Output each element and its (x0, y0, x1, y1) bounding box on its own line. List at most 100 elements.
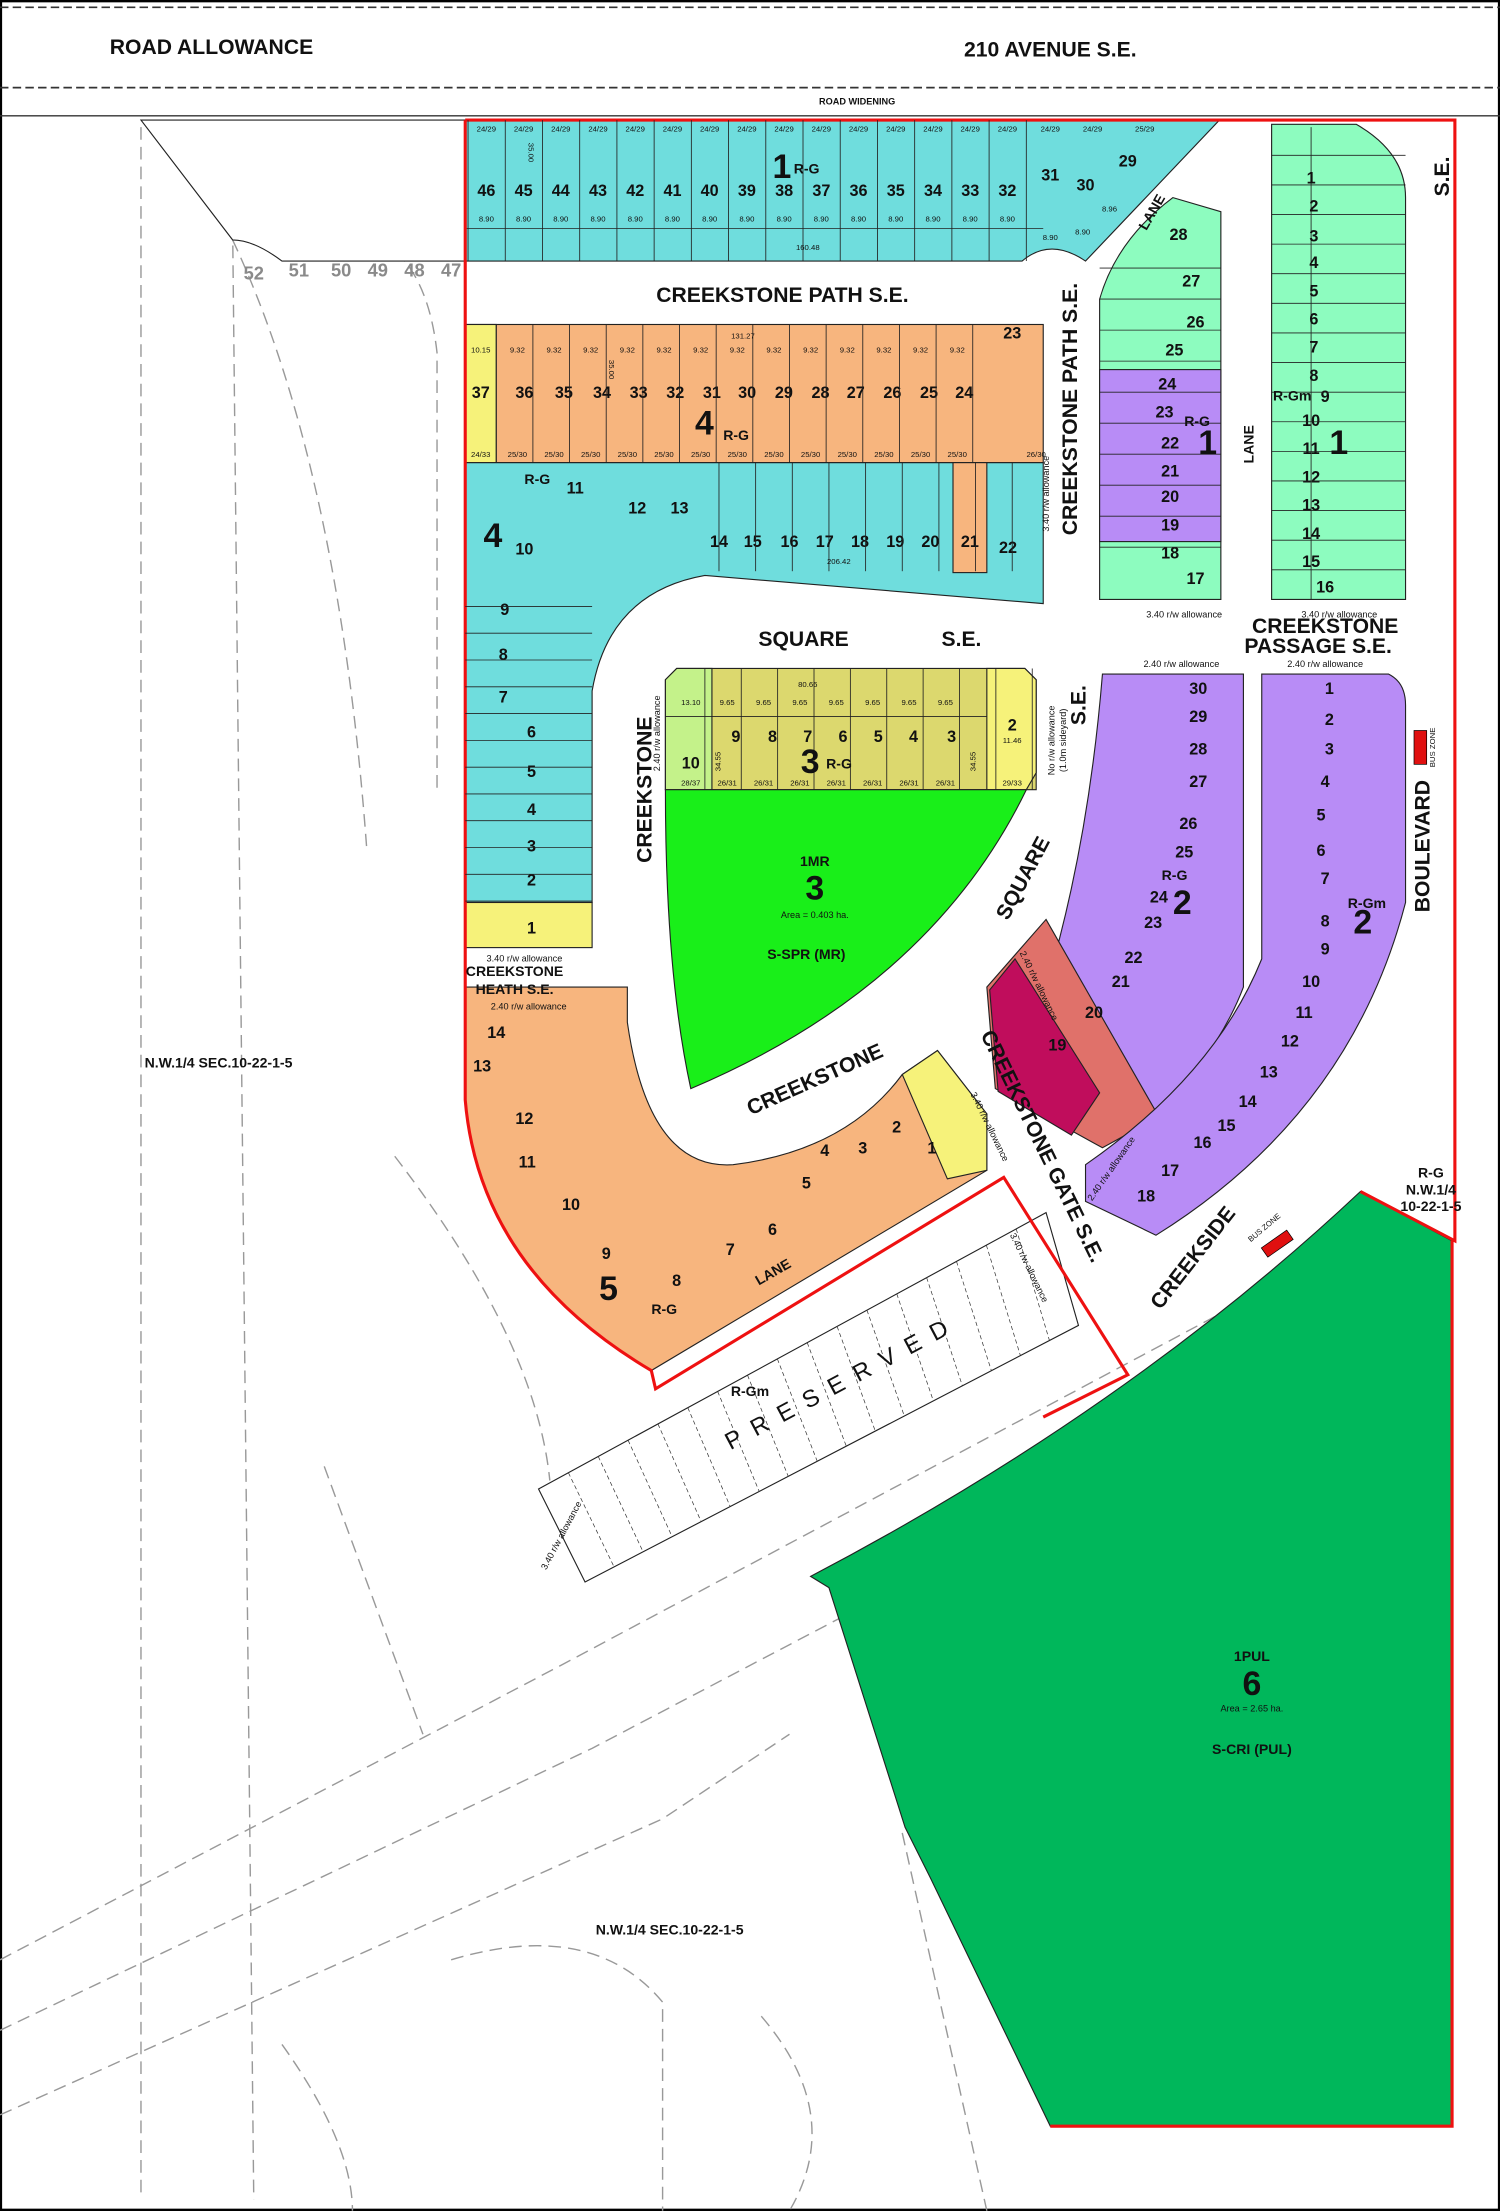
lot-number: 30 (1189, 680, 1207, 698)
zoning-label: R-G (1184, 413, 1210, 429)
square-label: SQUARE (758, 628, 848, 651)
lot-number: 40 (701, 182, 719, 200)
lot-dimension: 24/29 (886, 124, 905, 133)
lot-number: 50 (331, 260, 351, 281)
block4-cyan (464, 462, 1044, 904)
lot-number: 2 (892, 1118, 901, 1136)
lot-number: 9 (1321, 941, 1330, 959)
lot-dimension: 8.90 (925, 215, 940, 224)
lot-number: 46 (477, 182, 495, 200)
lot-number: 30 (738, 384, 756, 402)
frontage-dimension: 206.42 (827, 557, 851, 566)
lot-number: 33 (961, 182, 979, 200)
block1-right-mint (1271, 123, 1407, 600)
lot-dimension: 9.65 (720, 698, 735, 707)
lot-dimension: 25/30 (691, 450, 710, 459)
sideyard-note: (1.0m sideyard) (1058, 709, 1068, 773)
lot-number: 25 (1175, 843, 1193, 861)
lot-number: 11 (1303, 440, 1320, 458)
lot-number: 13 (1302, 497, 1320, 515)
lot-number: 21 (961, 533, 979, 551)
lot-number: 9 (602, 1245, 611, 1263)
lot-number: 11 (567, 480, 584, 498)
lot-number: 26 (1186, 313, 1204, 331)
block2-magenta-lot (989, 957, 1101, 1136)
lot-number: 18 (1137, 1187, 1155, 1205)
lot-dimension: 24/29 (923, 124, 942, 133)
lot-dimension: 8.90 (739, 215, 754, 224)
block-number: 4 (695, 404, 714, 442)
lot-dimension: 25/29 (1135, 124, 1154, 133)
square-se-label: S.E. (942, 628, 982, 651)
lot-number: 6 (839, 728, 848, 746)
block-number: 5 (599, 1270, 618, 1308)
lot-dimension: 26/31 (936, 778, 955, 787)
lot-line (747, 1375, 789, 1477)
lot-number: 41 (663, 182, 681, 200)
lot-dimension: 9.32 (546, 346, 561, 355)
lot-dimension: 9.32 (803, 346, 818, 355)
lot-dimension: 8.90 (665, 215, 680, 224)
lot-line (568, 1472, 615, 1568)
lot-dimension: 8.90 (1000, 215, 1015, 224)
lot-line (717, 1391, 760, 1492)
lot-dimension: 24/33 (471, 450, 490, 459)
outside-lots-block (139, 119, 466, 262)
lot-dimension: 8.90 (963, 215, 978, 224)
lot-number: 27 (1182, 272, 1200, 290)
lot-dimension: 9.65 (829, 698, 844, 707)
rw-allowance-note: 2.40 r/w allowance (1143, 659, 1219, 669)
lot-number: 24 (955, 384, 973, 402)
se-label: S.E. (1431, 156, 1454, 196)
lot-number: 23 (1144, 914, 1162, 932)
lot-number: 28 (1170, 226, 1188, 244)
lot-number: 8 (672, 1272, 681, 1290)
lot-dimension: 8.96 (1102, 205, 1117, 214)
lot-number: 9 (731, 728, 740, 746)
lot-number: 29 (1119, 153, 1137, 171)
lot-number: 27 (847, 384, 865, 402)
zoning-label: R-G (524, 471, 550, 487)
lot-number: 48 (404, 260, 424, 281)
lot-number: 17 (1186, 570, 1204, 588)
lot-line (627, 1440, 673, 1537)
lot-dimension: 24/29 (700, 124, 719, 133)
lot-number: 52 (244, 262, 264, 283)
lot-dimension: 26/31 (827, 778, 846, 787)
lot-number: 16 (780, 533, 798, 551)
lot-dimension: 9.32 (510, 346, 525, 355)
block-number: 1 (1329, 424, 1348, 462)
road-widening-label: ROAD WIDENING (819, 97, 895, 107)
boulevard-label: BOULEVARD (1412, 780, 1435, 912)
lot-number: 38 (775, 182, 793, 200)
pul-area: Area = 2.65 ha. (1220, 1704, 1283, 1714)
lot-dimension: 24/29 (812, 124, 831, 133)
block5-lot1-yellow (901, 1049, 988, 1180)
lot-dimension: 8.90 (888, 215, 903, 224)
lot-number: 28 (811, 384, 829, 402)
rw-allowance-note: 2.40 r/w allowance (652, 695, 662, 771)
lot-dimension: 26/31 (863, 778, 882, 787)
creekstone-path-label: CREEKSTONE PATH S.E. (656, 284, 908, 307)
lot-dimension: 10.15 (471, 346, 490, 355)
bus-zone-label: BUS ZONE (1428, 728, 1437, 768)
lot-dimension: 24/29 (998, 124, 1017, 133)
lot-dimension: 8.90 (590, 215, 605, 224)
lot-number: 22 (1124, 949, 1142, 967)
frontage-dimension: 80.66 (798, 680, 817, 689)
lot-dimension: 9.65 (865, 698, 880, 707)
lot-dimension: 24/29 (514, 124, 533, 133)
rw-allowance-note: 2.40 r/w allowance (1287, 659, 1363, 669)
lot-number: 23 (1003, 325, 1021, 343)
lot-number: 25 (1165, 342, 1183, 360)
square-se-vertical-label: S.E. (1068, 685, 1091, 725)
no-rw-note: No r/w allowance (1047, 706, 1057, 776)
lot-number: 14 (1239, 1093, 1257, 1111)
lot-dimension: 8.90 (851, 215, 866, 224)
lot-dimension: 25/30 (654, 450, 673, 459)
lot-number: 17 (816, 533, 834, 551)
lot-number: 24 (1150, 888, 1168, 906)
lot-line (1015, 1228, 1050, 1341)
lot-number: 35 (887, 182, 905, 200)
lot-dimension: 9.65 (792, 698, 807, 707)
